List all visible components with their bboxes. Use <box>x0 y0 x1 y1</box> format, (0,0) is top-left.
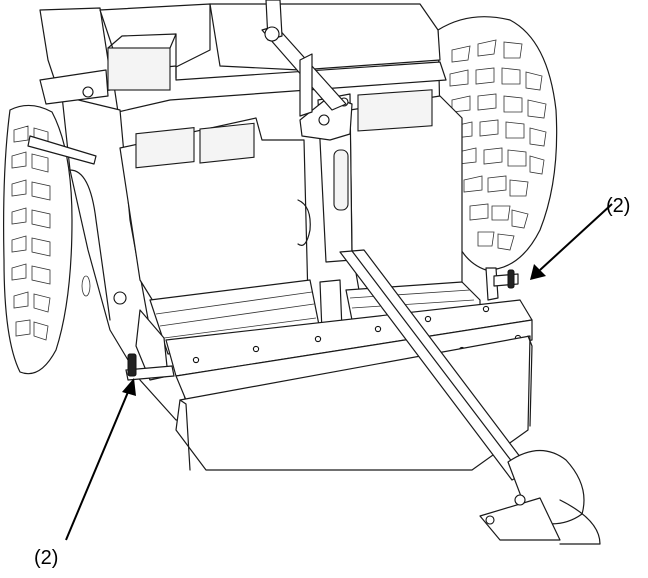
top-linkage <box>261 0 347 117</box>
hopper-frame <box>39 3 533 471</box>
callout-label-right: (2) <box>606 195 631 217</box>
callout-label-left: (2) <box>34 547 59 569</box>
right-tire <box>437 16 558 271</box>
callout-arrow-left <box>65 378 136 541</box>
tow-arm <box>339 249 601 545</box>
callout-arrow-right <box>530 203 613 280</box>
right-side-hardware <box>485 267 519 301</box>
left-side-hardware <box>27 69 175 381</box>
left-tire <box>3 104 73 375</box>
